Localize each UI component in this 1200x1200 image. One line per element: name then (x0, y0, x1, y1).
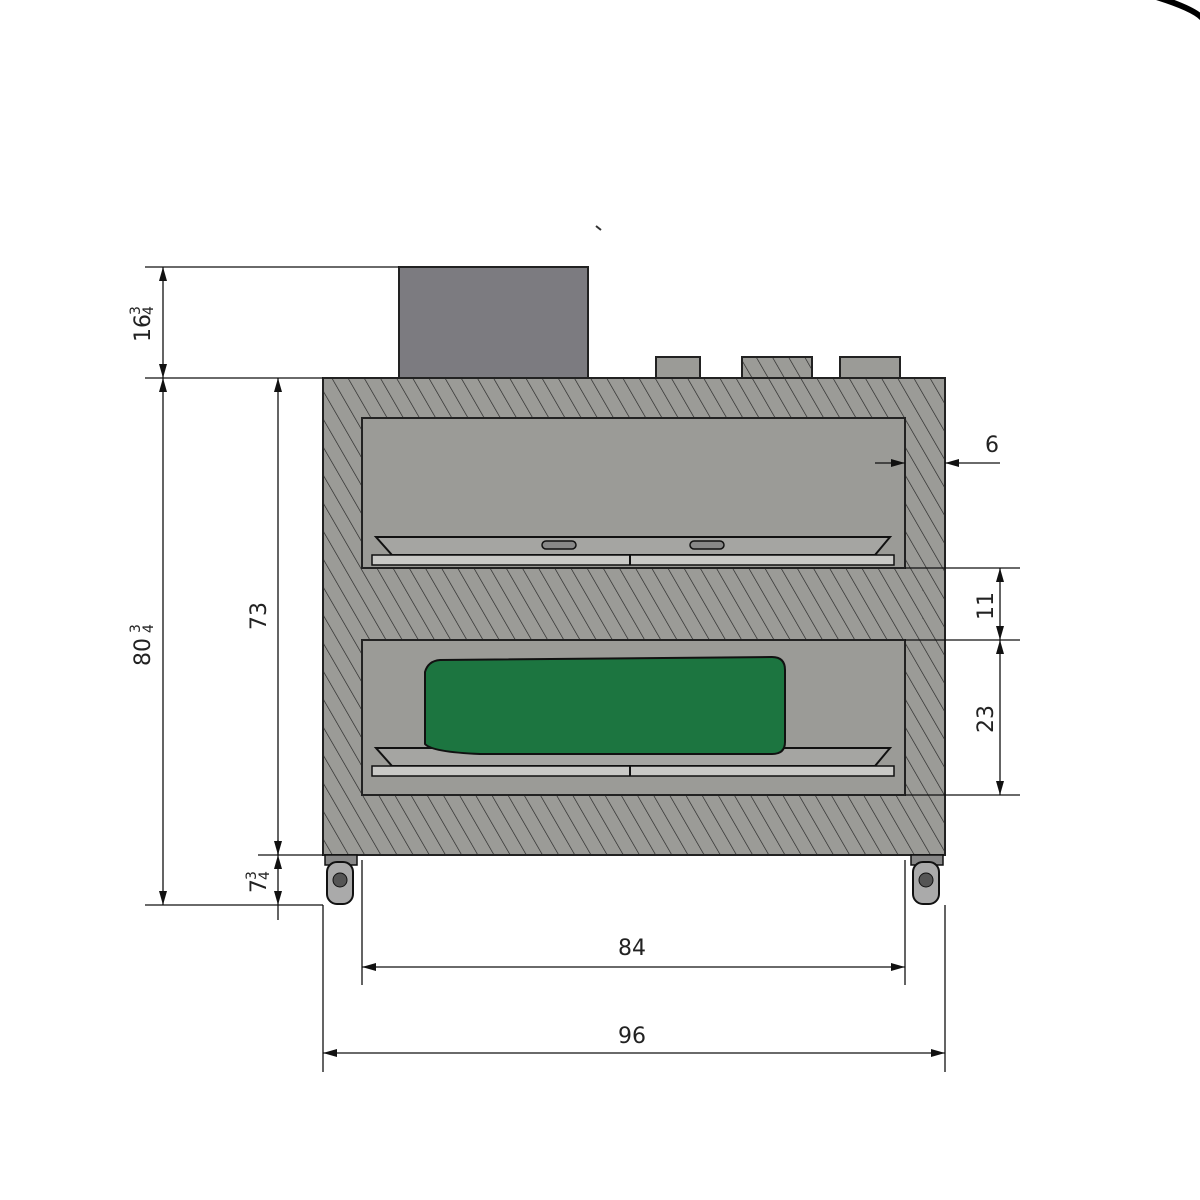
dim-lower-compartment-height: 23 (974, 705, 999, 733)
svg-text:80: 80 (131, 638, 156, 666)
top-fitting-1 (655, 356, 701, 379)
food-product (424, 655, 786, 755)
svg-text:3: 3 (244, 871, 260, 880)
svg-text:4: 4 (141, 624, 157, 633)
top-fitting-3 (839, 356, 901, 379)
dim-compressor-height: 16 3 4 (128, 306, 157, 342)
arrowheads (159, 267, 1004, 1057)
svg-text:7: 7 (247, 879, 272, 893)
stray-mark (595, 225, 602, 231)
upper-tray (371, 536, 895, 566)
svg-text:16: 16 (131, 314, 156, 342)
dim-wall-thickness: 6 (985, 433, 999, 458)
svg-text:3: 3 (128, 624, 144, 633)
dim-outer-width: 96 (618, 1024, 646, 1049)
dim-cabinet-height: 73 (247, 602, 272, 630)
dim-shelf-thickness: 11 (974, 592, 999, 620)
dim-inner-width: 84 (618, 936, 646, 961)
svg-text:4: 4 (141, 306, 157, 315)
corner-arc (1155, 0, 1200, 21)
top-fitting-2 (741, 356, 813, 379)
svg-text:3: 3 (128, 306, 144, 315)
compressor-unit (398, 266, 589, 379)
svg-text:4: 4 (257, 871, 273, 880)
dim-total-height: 80 3 4 (128, 624, 157, 666)
dim-caster-height: 7 3 4 (244, 871, 273, 893)
caster-left (324, 854, 358, 905)
extension-lines (145, 266, 1020, 1072)
caster-right (910, 854, 944, 905)
